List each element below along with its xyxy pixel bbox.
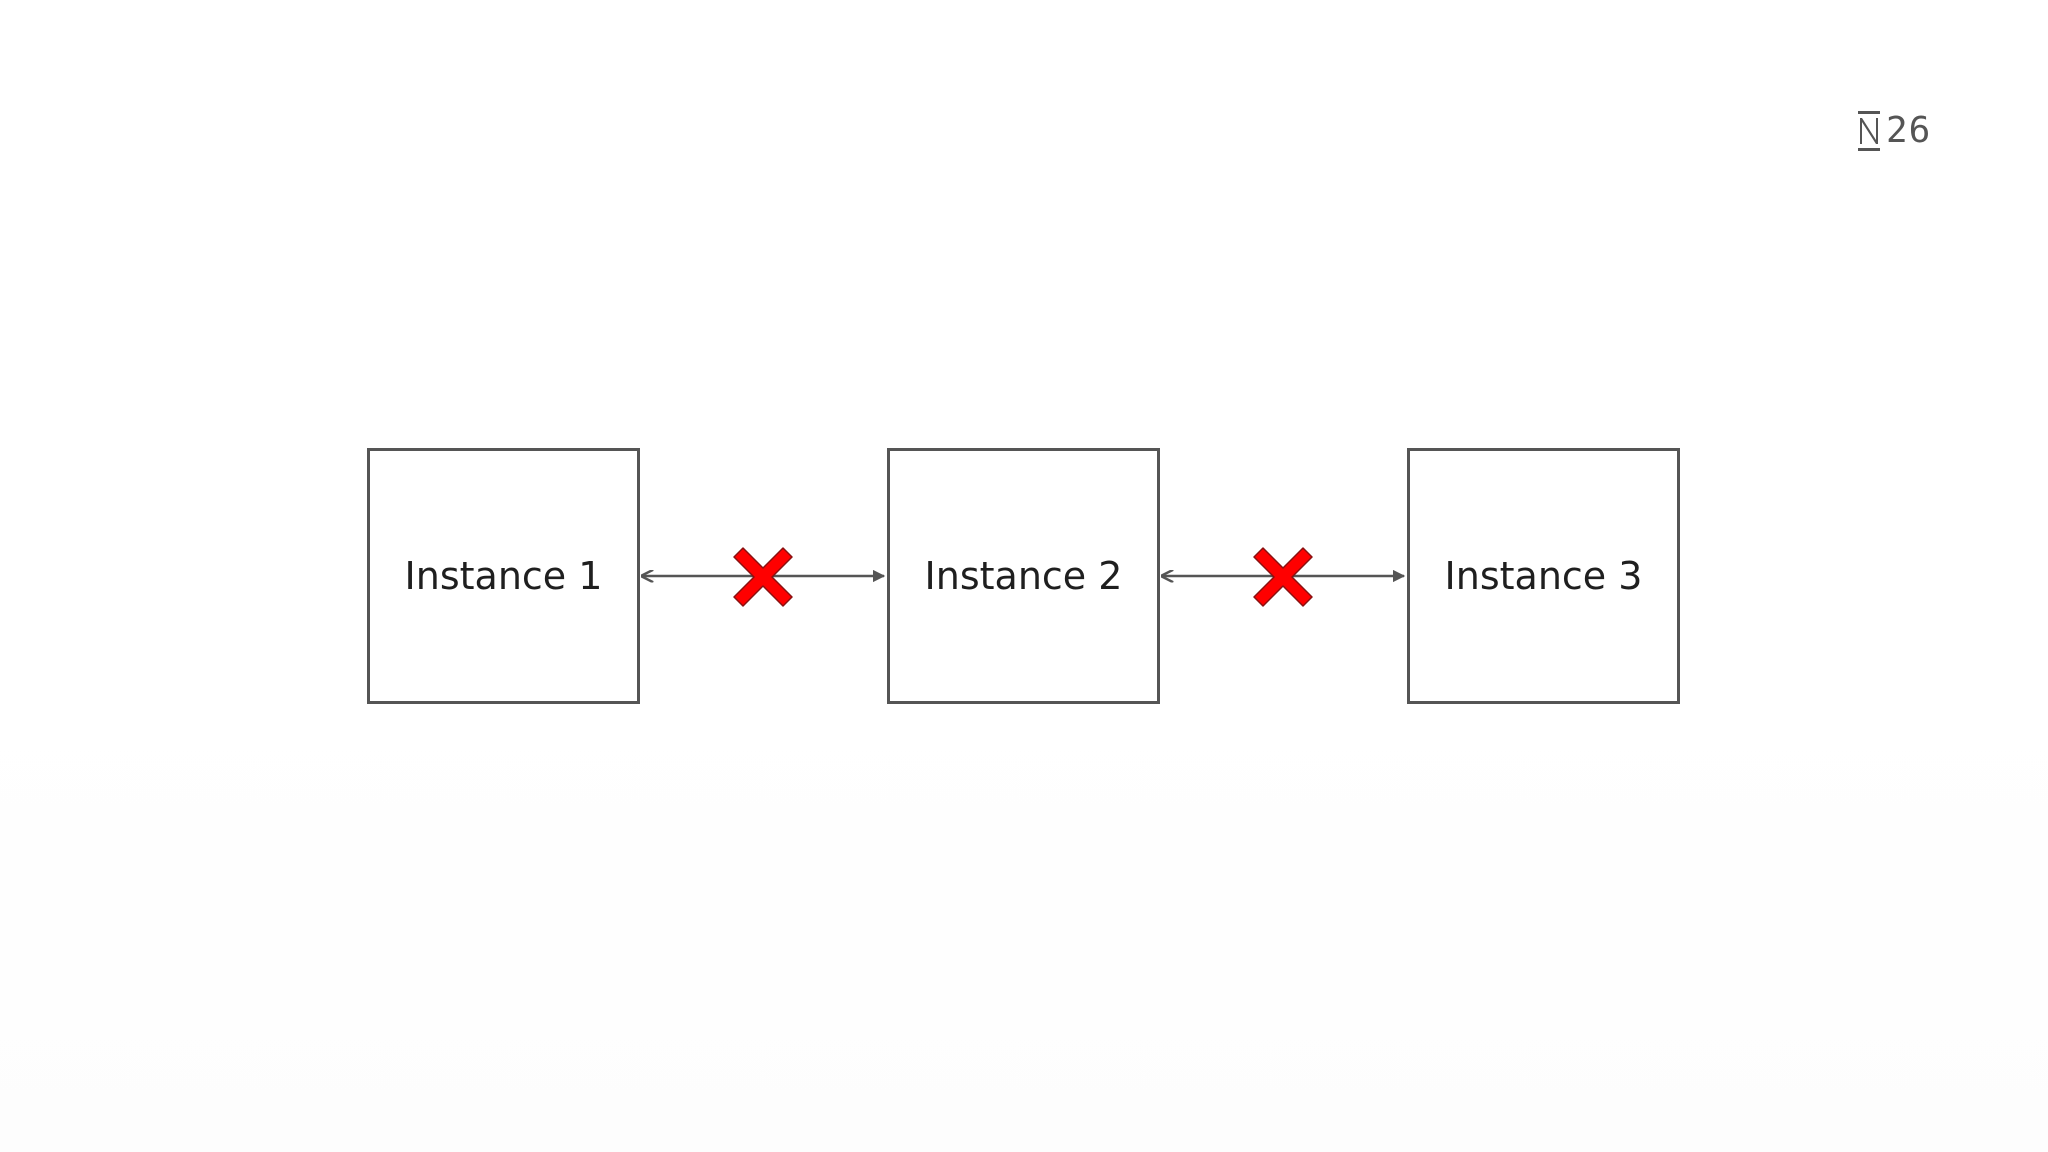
n26-logo: 26 [1858,108,1938,154]
logo-digits: 26 [1886,110,1932,151]
node-label: Instance 2 [924,554,1123,598]
instance-1-node: Instance 1 [367,448,640,704]
node-label: Instance 1 [404,554,603,598]
red-x-icon [1253,547,1313,607]
instance-2-node: Instance 2 [887,448,1160,704]
n-logo-mark [1858,111,1880,151]
instance-3-node: Instance 3 [1407,448,1680,704]
red-x-icon [733,547,793,607]
node-label: Instance 3 [1444,554,1643,598]
